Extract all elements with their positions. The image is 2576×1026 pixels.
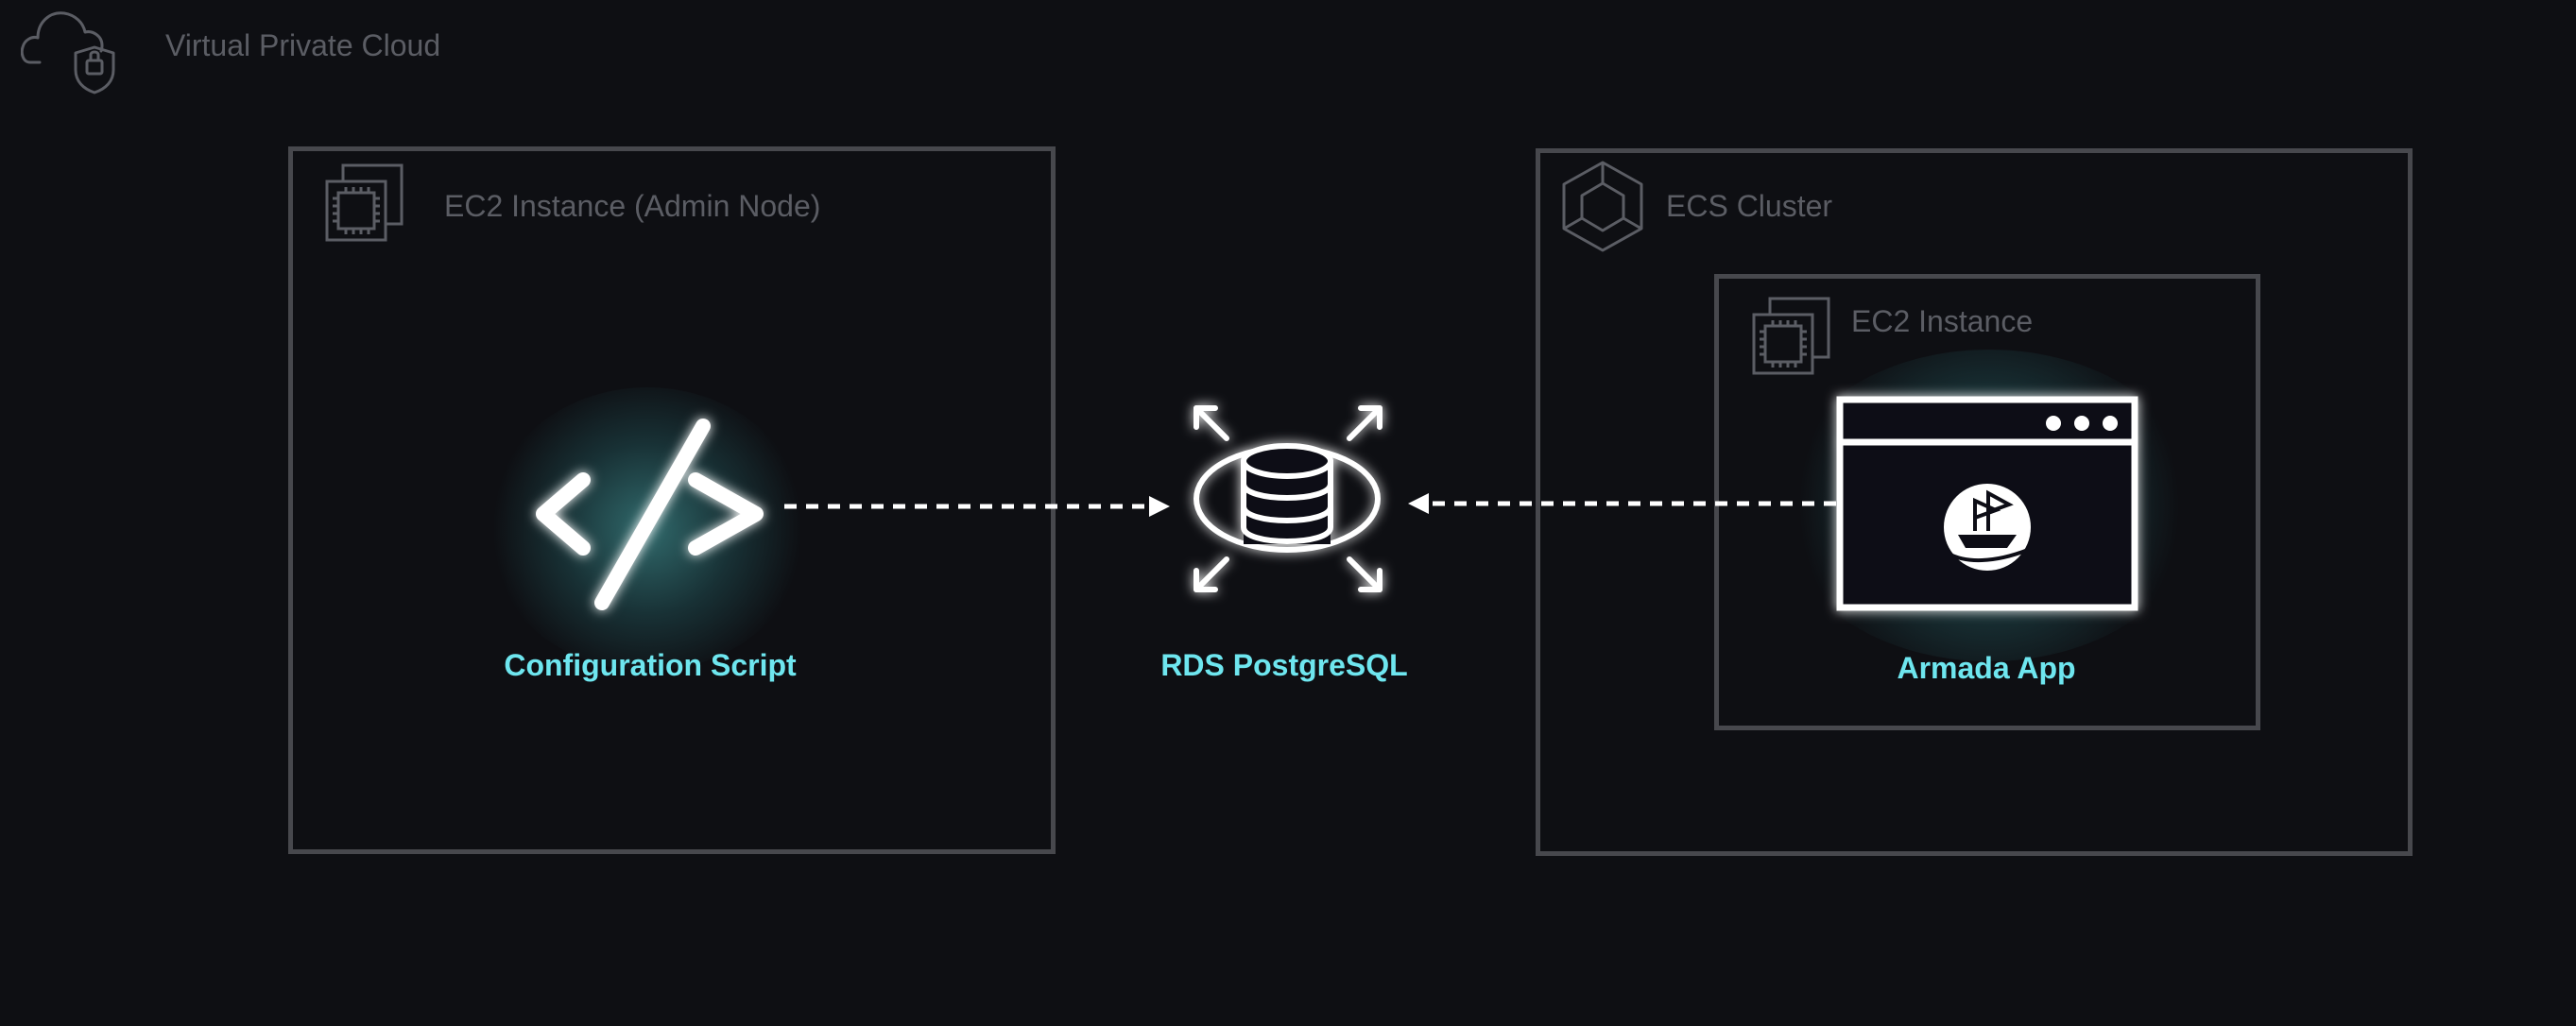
configuration-script-label: Configuration Script (504, 648, 797, 682)
ec2-chip-icon (325, 163, 404, 242)
ec2-chip-icon (1752, 297, 1830, 375)
edge-config-to-rds (784, 496, 1170, 517)
admin-node-label: EC2 Instance (Admin Node) (444, 189, 821, 223)
cloud-shield-icon (21, 11, 115, 94)
ecs-cluster-label: ECS Cluster (1666, 189, 1833, 223)
ec2-instance-label: EC2 Instance (1851, 304, 2034, 338)
edge-armada-to-rds (1408, 493, 1836, 514)
armada-app-label: Armada App (1897, 651, 2076, 685)
app-window-ship-icon (1836, 396, 2138, 611)
admin-node-group (288, 146, 1056, 854)
code-brackets-icon (536, 419, 764, 610)
ecs-cluster-group (1536, 148, 2413, 856)
database-expand-icon (1194, 405, 1382, 592)
vpc-label: Virtual Private Cloud (165, 28, 441, 62)
ecs-hexagon-icon (1562, 161, 1643, 252)
rds-postgresql-label: RDS PostgreSQL (1160, 648, 1408, 682)
